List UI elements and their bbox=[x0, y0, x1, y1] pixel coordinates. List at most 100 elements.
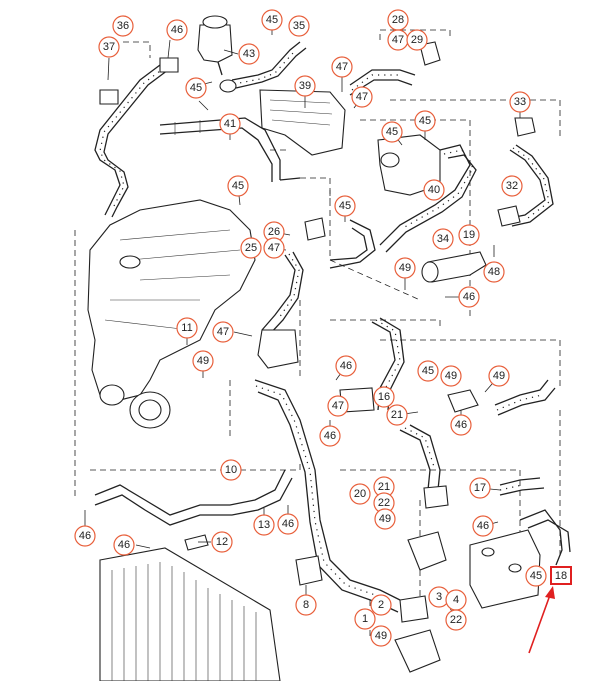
callout-label: 20 bbox=[354, 488, 366, 500]
callout-49[interactable]: 49 bbox=[394, 257, 416, 279]
callout-40[interactable]: 40 bbox=[423, 179, 445, 201]
callout-36[interactable]: 36 bbox=[112, 15, 134, 37]
callout-label: 36 bbox=[117, 20, 129, 32]
callout-label: 13 bbox=[258, 519, 270, 531]
callout-13[interactable]: 13 bbox=[253, 514, 275, 536]
callout-label: 46 bbox=[79, 530, 91, 542]
callout-34[interactable]: 34 bbox=[432, 228, 454, 250]
callout-22[interactable]: 22 bbox=[445, 609, 467, 631]
callout-37[interactable]: 37 bbox=[98, 36, 120, 58]
callout-label: 10 bbox=[225, 464, 237, 476]
callout-label: 49 bbox=[493, 370, 505, 382]
callout-label: 49 bbox=[375, 630, 387, 642]
highlight-box bbox=[550, 566, 572, 585]
callout-label: 21 bbox=[391, 409, 403, 421]
callout-49[interactable]: 49 bbox=[488, 365, 510, 387]
callout-21[interactable]: 46 bbox=[450, 414, 472, 436]
callout-label: 16 bbox=[378, 391, 390, 403]
callout-label: 25 bbox=[245, 242, 257, 254]
callout-20[interactable]: 20 bbox=[349, 483, 371, 505]
callout-22[interactable]: 22 bbox=[373, 492, 395, 514]
callout-49[interactable]: 49 bbox=[192, 350, 214, 372]
callout-17[interactable]: 17 bbox=[469, 477, 491, 499]
callout-46[interactable]: 46 bbox=[458, 286, 480, 308]
callout-label: 46 bbox=[340, 360, 352, 372]
callout-46[interactable]: 46 bbox=[166, 19, 188, 41]
callout-45[interactable]: 45 bbox=[227, 175, 249, 197]
callout-label: 34 bbox=[437, 233, 449, 245]
callout-label: 26 bbox=[268, 226, 280, 238]
callout-2[interactable]: 2 bbox=[370, 594, 392, 616]
callout-12[interactable]: 12 bbox=[211, 531, 233, 553]
callout-32[interactable]: 32 bbox=[501, 175, 523, 197]
callout-46[interactable]: 46 bbox=[277, 513, 299, 535]
callout-25[interactable]: 25 bbox=[240, 237, 262, 259]
callout-label: 28 bbox=[392, 14, 404, 26]
callout-1[interactable]: 1 bbox=[354, 608, 376, 630]
callout-43[interactable]: 43 bbox=[238, 43, 260, 65]
callout-label: 22 bbox=[378, 497, 390, 509]
callout-46[interactable]: 45 bbox=[525, 565, 547, 587]
callout-46[interactable]: 46 bbox=[74, 525, 96, 547]
callout-4[interactable]: 4 bbox=[445, 589, 467, 611]
callout-41[interactable]: 41 bbox=[219, 113, 241, 135]
callout-47[interactable]: 47 bbox=[263, 237, 285, 259]
callout-label: 47 bbox=[392, 34, 404, 46]
callout-label: 4 bbox=[453, 594, 459, 606]
callout-39[interactable]: 39 bbox=[294, 75, 316, 97]
callout-label: 45 bbox=[530, 570, 542, 582]
callout-10[interactable]: 10 bbox=[220, 459, 242, 481]
callout-48[interactable]: 48 bbox=[483, 261, 505, 283]
callout-label: 37 bbox=[103, 41, 115, 53]
callout-45[interactable]: 45 bbox=[261, 9, 283, 31]
callout-label: 45 bbox=[422, 365, 434, 377]
callout-label: 1 bbox=[362, 613, 368, 625]
callout-29[interactable]: 29 bbox=[406, 29, 428, 51]
callout-label: 46 bbox=[324, 430, 336, 442]
callout-47[interactable]: 47 bbox=[331, 56, 353, 78]
callout-45[interactable]: 45 bbox=[414, 110, 436, 132]
callout-19[interactable]: 19 bbox=[458, 224, 480, 246]
callout-label: 49 bbox=[379, 513, 391, 525]
callout-46[interactable]: 46 bbox=[472, 515, 494, 537]
callout-46[interactable]: 46 bbox=[113, 534, 135, 556]
callout-18-highlighted[interactable]: 18 bbox=[550, 566, 572, 585]
callout-47[interactable]: 47 bbox=[387, 29, 409, 51]
callout-46[interactable]: 46 bbox=[335, 355, 357, 377]
callout-label: 43 bbox=[243, 48, 255, 60]
callout-49[interactable]: 49 bbox=[374, 508, 396, 530]
callout-47[interactable]: 47 bbox=[327, 395, 349, 417]
callout-label: 11 bbox=[181, 322, 192, 334]
callout-28[interactable]: 28 bbox=[387, 9, 409, 31]
callout-label: 47 bbox=[332, 400, 344, 412]
callout-47[interactable]: 47 bbox=[351, 86, 373, 108]
callout-label: 39 bbox=[299, 80, 311, 92]
callout-label: 45 bbox=[232, 180, 244, 192]
callout-label: 45 bbox=[419, 115, 431, 127]
callout-label: 41 bbox=[224, 118, 236, 130]
callout-47[interactable]: 47 bbox=[212, 321, 234, 343]
callout-45[interactable]: 49 bbox=[440, 365, 462, 387]
callout-11[interactable]: 11 bbox=[176, 317, 198, 339]
callout-8[interactable]: 8 bbox=[295, 594, 317, 616]
callout-label: 46 bbox=[171, 24, 183, 36]
callout-label: 35 bbox=[293, 20, 305, 32]
callout-label: 33 bbox=[514, 96, 526, 108]
callout-33[interactable]: 33 bbox=[509, 91, 531, 113]
callout-45[interactable]: 45 bbox=[381, 121, 403, 143]
callout-49[interactable]: 21 bbox=[386, 404, 408, 426]
callout-label: 49 bbox=[445, 370, 457, 382]
callout-46[interactable]: 46 bbox=[319, 425, 341, 447]
callout-35[interactable]: 35 bbox=[288, 15, 310, 37]
callout-16[interactable]: 16 bbox=[373, 386, 395, 408]
callout-label: 45 bbox=[339, 200, 351, 212]
callout-45[interactable]: 45 bbox=[334, 195, 356, 217]
line-art bbox=[75, 16, 570, 681]
callout-45[interactable]: 45 bbox=[185, 77, 207, 99]
callout-label: 47 bbox=[336, 61, 348, 73]
callout-49[interactable]: 49 bbox=[370, 625, 392, 647]
callout-46[interactable]: 45 bbox=[417, 360, 439, 382]
callout-label: 8 bbox=[303, 599, 309, 611]
callout-label: 48 bbox=[488, 266, 500, 278]
callout-label: 12 bbox=[216, 536, 228, 548]
